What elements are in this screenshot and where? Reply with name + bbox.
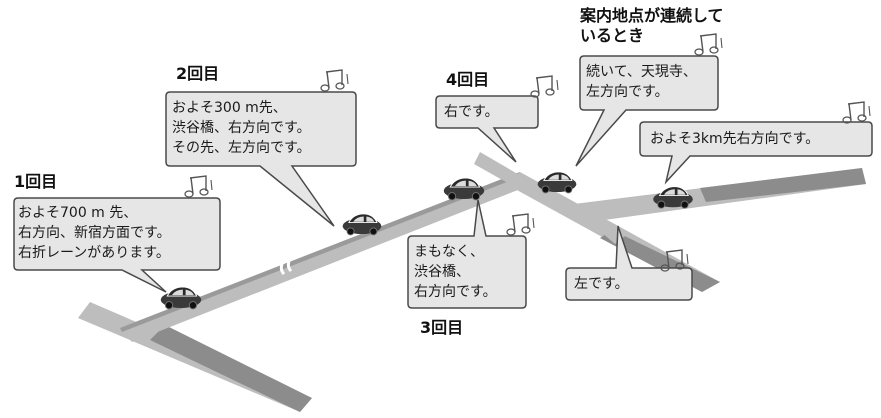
music-note-icon: [842, 101, 871, 124]
label-continuous: 案内地点が連続して いるとき: [580, 6, 724, 45]
bubble-first-text: およそ700 m 先、 右方向、新宿方面です。 右折レーンがあります。: [18, 205, 171, 261]
road-break-mark: [278, 248, 293, 276]
bubble-first: [13, 197, 221, 293]
bubble-far-right-text: およそ3km先右方向です。: [650, 131, 820, 147]
car-position-2: [342, 213, 382, 236]
car-position-3: [443, 177, 485, 201]
label-first: 1回目: [14, 172, 58, 191]
music-note-icon: [184, 175, 213, 198]
bubble-continuous: [575, 55, 719, 167]
bubble-fourth-text: 右です。: [444, 104, 499, 120]
label-second: 2回目: [176, 64, 220, 83]
bubble-second: [165, 91, 357, 227]
bubble-far-right: [639, 121, 873, 185]
label-fourth: 4回目: [446, 70, 490, 89]
label-third: 3回目: [420, 318, 464, 337]
car-position-5: [652, 186, 694, 209]
music-note-icon: [320, 69, 349, 92]
bubble-third-text: まもなく、 渋谷橋、 右方向です。: [414, 244, 497, 300]
bubble-continuous-text: 続いて、天現寺、 左方向です。: [586, 64, 697, 100]
bubble-fourth: [435, 95, 539, 163]
bubble-left-turn: [565, 225, 693, 301]
bubble-third: [407, 199, 527, 309]
music-note-icon: [506, 213, 535, 236]
car-position-1: [160, 286, 202, 310]
bubble-second-text: およそ300 m先、 渋谷橋、右方向です。 その先、左方向です。: [172, 100, 311, 156]
road-main: [120, 172, 528, 342]
speech-bubbles: [13, 55, 873, 309]
road-upper-left: [474, 152, 528, 190]
bubble-left-turn-text: 左です。: [574, 276, 629, 292]
road-network: [78, 152, 866, 412]
music-note-icon: [530, 75, 559, 98]
car-position-4: [537, 171, 577, 194]
